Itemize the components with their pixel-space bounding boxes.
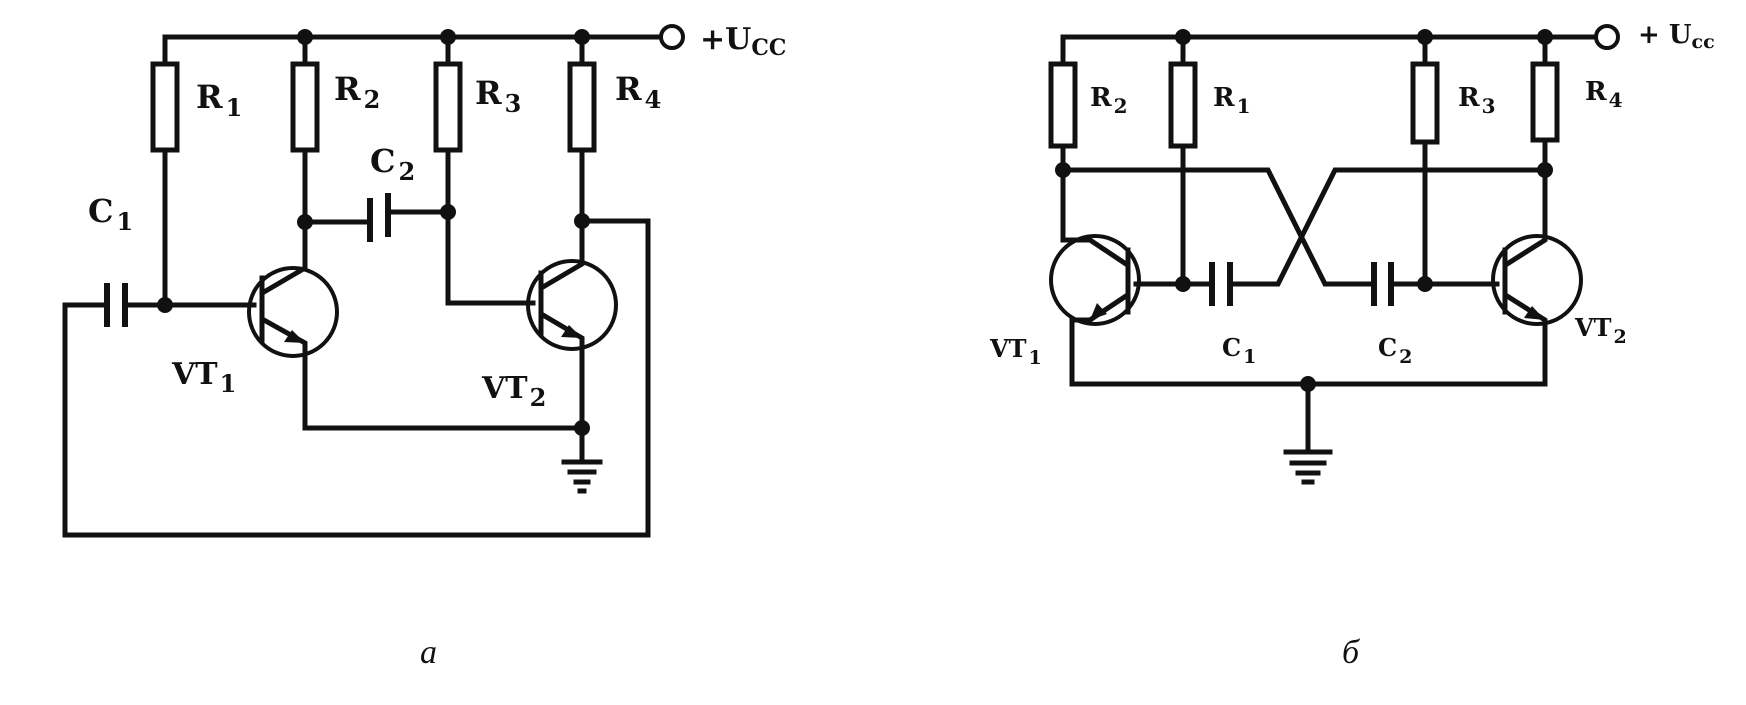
resistor-r1-b bbox=[1168, 61, 1198, 149]
supply-label-a: +UCC bbox=[700, 22, 786, 61]
transistor-vt1-a-body bbox=[247, 266, 339, 358]
ground-icon bbox=[561, 459, 603, 494]
c1-a-feedback-loop bbox=[62, 218, 651, 538]
ground-icon bbox=[1283, 449, 1333, 485]
vt2-a-emitter-arrow bbox=[561, 325, 582, 338]
vt2-a-base-wire bbox=[445, 209, 536, 306]
resistor-r4-a bbox=[567, 61, 597, 153]
vt2-b-emitter-arrow bbox=[1524, 306, 1545, 320]
vt2-b-emitter bbox=[1503, 292, 1548, 387]
vt1-a-collector bbox=[260, 219, 308, 296]
junction-a-emitters bbox=[574, 420, 590, 436]
vt1-a-emitter-arrow bbox=[284, 330, 305, 343]
caption-b: б bbox=[1342, 634, 1361, 671]
resistor-r2-b bbox=[1048, 61, 1078, 149]
supply-terminal-a bbox=[659, 24, 685, 50]
transistor-vt1-b-body bbox=[1049, 234, 1141, 326]
vt1-a-emitter bbox=[260, 316, 585, 431]
junction-a-vt2-collector bbox=[574, 213, 590, 229]
cross-wire-left-to-c2 bbox=[1060, 167, 1366, 287]
resistor-r1-a bbox=[150, 61, 180, 153]
supply-label-b: + Ucc bbox=[1638, 20, 1715, 53]
vt1-b-collector bbox=[1060, 167, 1130, 268]
resistor-r3-a bbox=[433, 61, 463, 153]
caption-a: а bbox=[420, 634, 437, 671]
transistor-label-vt2-a: VT2 bbox=[481, 371, 546, 412]
vt2-b-collector bbox=[1503, 167, 1548, 268]
resistor-r2-a bbox=[290, 61, 320, 153]
resistor-r4-b bbox=[1530, 61, 1560, 143]
cross-wire-right-to-c1 bbox=[1240, 167, 1548, 287]
transistor-vt2-b-body bbox=[1491, 234, 1583, 326]
vt1-b-emitter-arrow bbox=[1090, 303, 1107, 320]
vt2-a-collector bbox=[539, 218, 585, 291]
c2-a-leads bbox=[302, 209, 451, 225]
supply-terminal-b bbox=[1594, 24, 1620, 50]
resistor-r3-b bbox=[1410, 61, 1440, 145]
vt1-b-emitter bbox=[1069, 292, 1548, 387]
transistor-label-vt1-a: VT1 bbox=[171, 357, 236, 398]
